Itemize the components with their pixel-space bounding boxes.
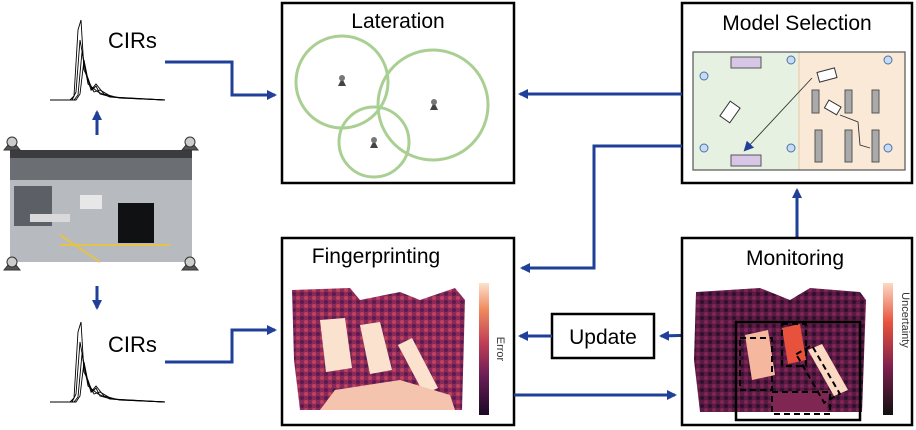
monitoring-title: Monitoring: [746, 247, 844, 270]
uncertainty-colorbar: [883, 283, 893, 415]
antenna-icon: [338, 75, 438, 148]
model-selection-box: Model Selection: [680, 1, 914, 185]
cir-waveform-icon: [50, 321, 166, 403]
update-label: Update: [569, 326, 637, 349]
zone-left: [692, 51, 800, 171]
error-colorbar: [479, 283, 489, 415]
monitoring-box: Monitoring Uncertainty: [680, 236, 914, 427]
box-purple-top: [730, 56, 762, 69]
uncertainty-colorbar-label: Uncertainty: [899, 292, 911, 348]
robot-right-top: [816, 67, 838, 83]
shelves: [811, 89, 880, 163]
update-box: Update: [550, 312, 656, 360]
hall-photo: [10, 150, 192, 263]
fingerprinting-box: Fingerprinting Error: [280, 236, 516, 427]
path-arrow-right: [839, 114, 871, 149]
cir-bottom-group: CIRs: [50, 321, 166, 403]
cir-waveform-icon: [50, 19, 166, 101]
cir-top-label: CIRs: [108, 28, 157, 53]
sensor-dots: [699, 55, 893, 153]
robot-left: [719, 100, 741, 124]
robot-right-mid: [823, 99, 842, 116]
path-arrow: [743, 77, 813, 152]
arrow-model-to-fingerprinting: [520, 144, 682, 273]
lateration-box: Lateration: [280, 1, 516, 185]
error-colorbar-label: Error: [494, 337, 506, 362]
uncertainty-highlights: [739, 323, 842, 415]
cir-bottom-label: CIRs: [108, 332, 157, 357]
heatmap: [292, 288, 465, 410]
model-selection-title: Model Selection: [722, 12, 871, 35]
arrow-cir-to-fingerprinting: [165, 325, 277, 364]
fingerprinting-title: Fingerprinting: [312, 245, 440, 268]
box-purple-bottom: [730, 154, 762, 167]
arrow-cir-to-lateration: [165, 60, 277, 100]
antenna-icon: [2, 136, 200, 271]
cir-top-group: CIRs: [50, 19, 166, 101]
lateration-title: Lateration: [351, 10, 444, 33]
lateration-circles: [294, 34, 490, 179]
monitoring-region: [734, 320, 862, 422]
